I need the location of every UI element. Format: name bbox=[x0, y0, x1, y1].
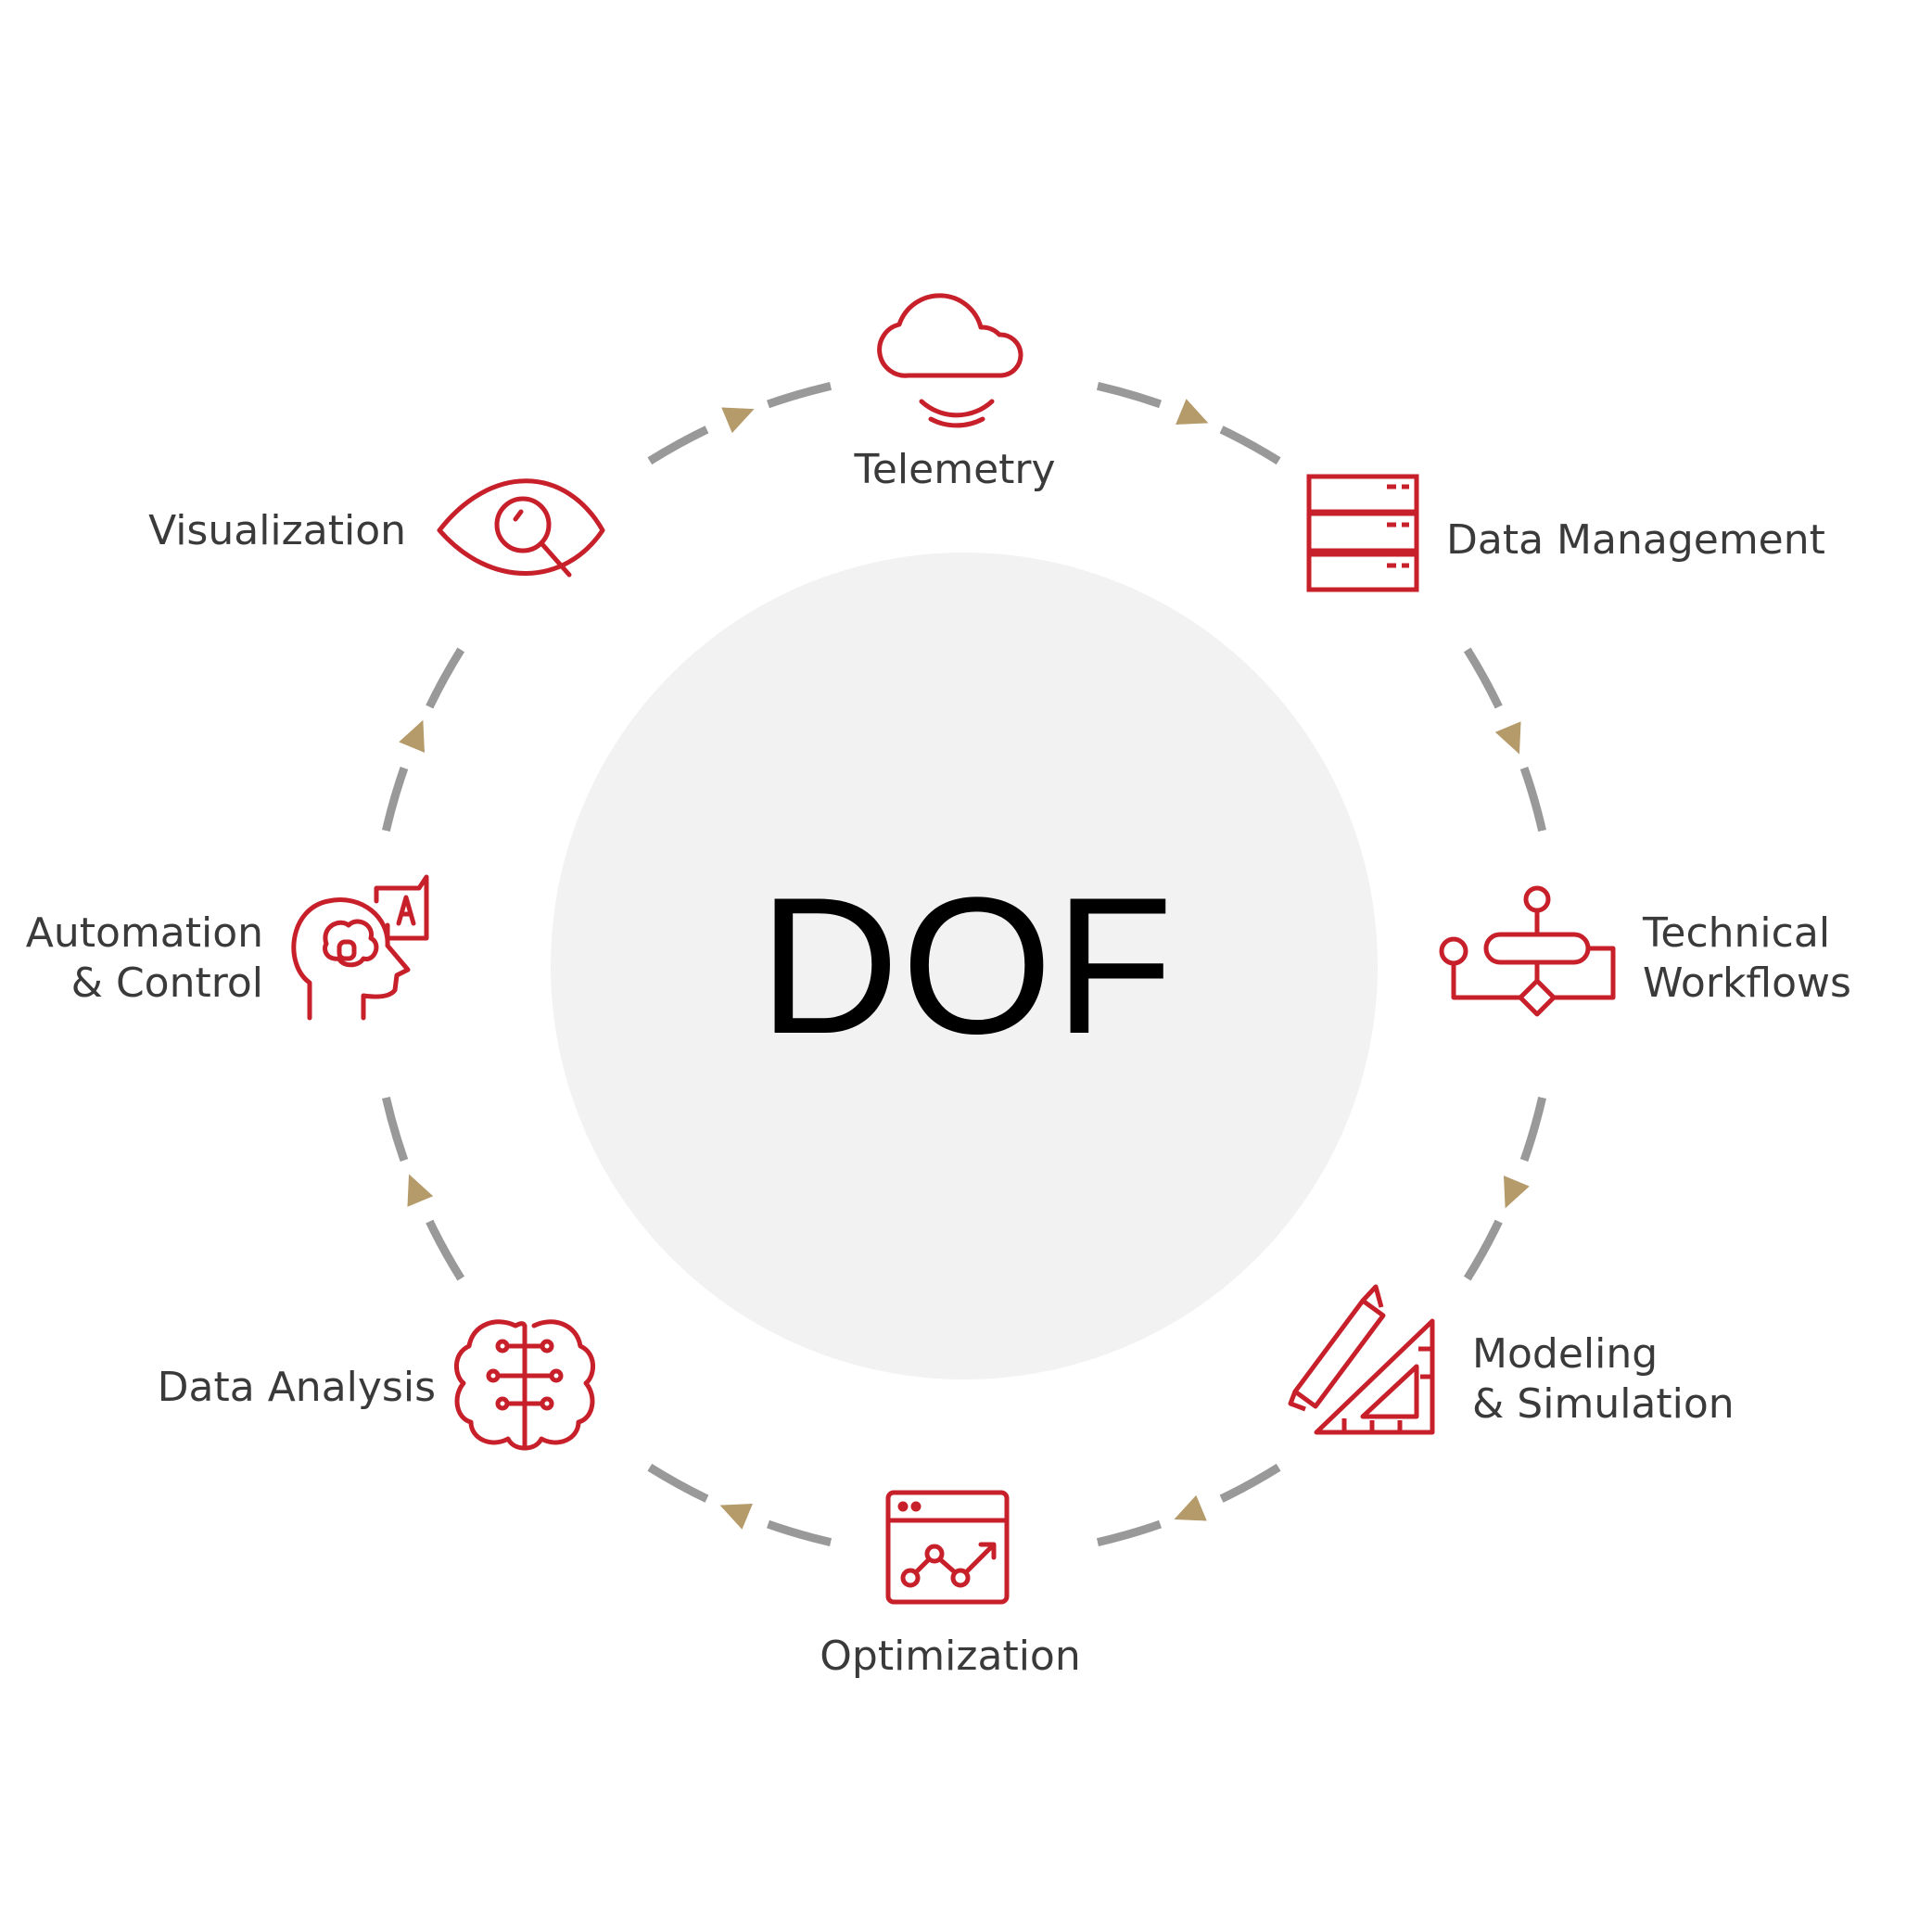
node-label-automation-control: Automation & Control bbox=[25, 909, 263, 1007]
flow-arrow bbox=[1174, 1494, 1207, 1521]
server-stack-icon bbox=[1306, 474, 1419, 592]
flow-arrow bbox=[399, 719, 425, 753]
node-label-technical-workflows: Technical Workflows bbox=[1643, 909, 1851, 1007]
flow-arrow bbox=[407, 1174, 434, 1207]
flow-arrow bbox=[719, 1504, 753, 1530]
center-hub bbox=[551, 553, 1378, 1379]
chart-window-icon bbox=[885, 1490, 1010, 1605]
node-label-optimization: Optimization bbox=[820, 1633, 1081, 1680]
node-label-data-analysis: Data Analysis bbox=[157, 1364, 436, 1411]
node-label-visualization: Visualization bbox=[148, 507, 406, 554]
eye-magnifier-icon bbox=[437, 478, 605, 578]
head-ai-icon bbox=[291, 874, 429, 1021]
flow-arrow bbox=[1176, 399, 1209, 425]
node-label-data-management: Data Management bbox=[1446, 516, 1825, 564]
flow-arrow bbox=[721, 407, 755, 434]
workflow-icon bbox=[1439, 885, 1616, 1017]
brain-circuit-icon bbox=[454, 1319, 595, 1451]
flow-arrow bbox=[1504, 1176, 1530, 1209]
cycle-arrows bbox=[399, 399, 1530, 1530]
cloud-signal-icon bbox=[877, 293, 1023, 428]
center-title: DOF bbox=[758, 857, 1176, 1074]
node-label-telemetry: Telemetry bbox=[854, 446, 1056, 493]
pencil-triangle-icon bbox=[1288, 1284, 1435, 1435]
flow-arrow bbox=[1494, 721, 1521, 755]
node-label-modeling-simulation: Modeling & Simulation bbox=[1472, 1330, 1735, 1428]
